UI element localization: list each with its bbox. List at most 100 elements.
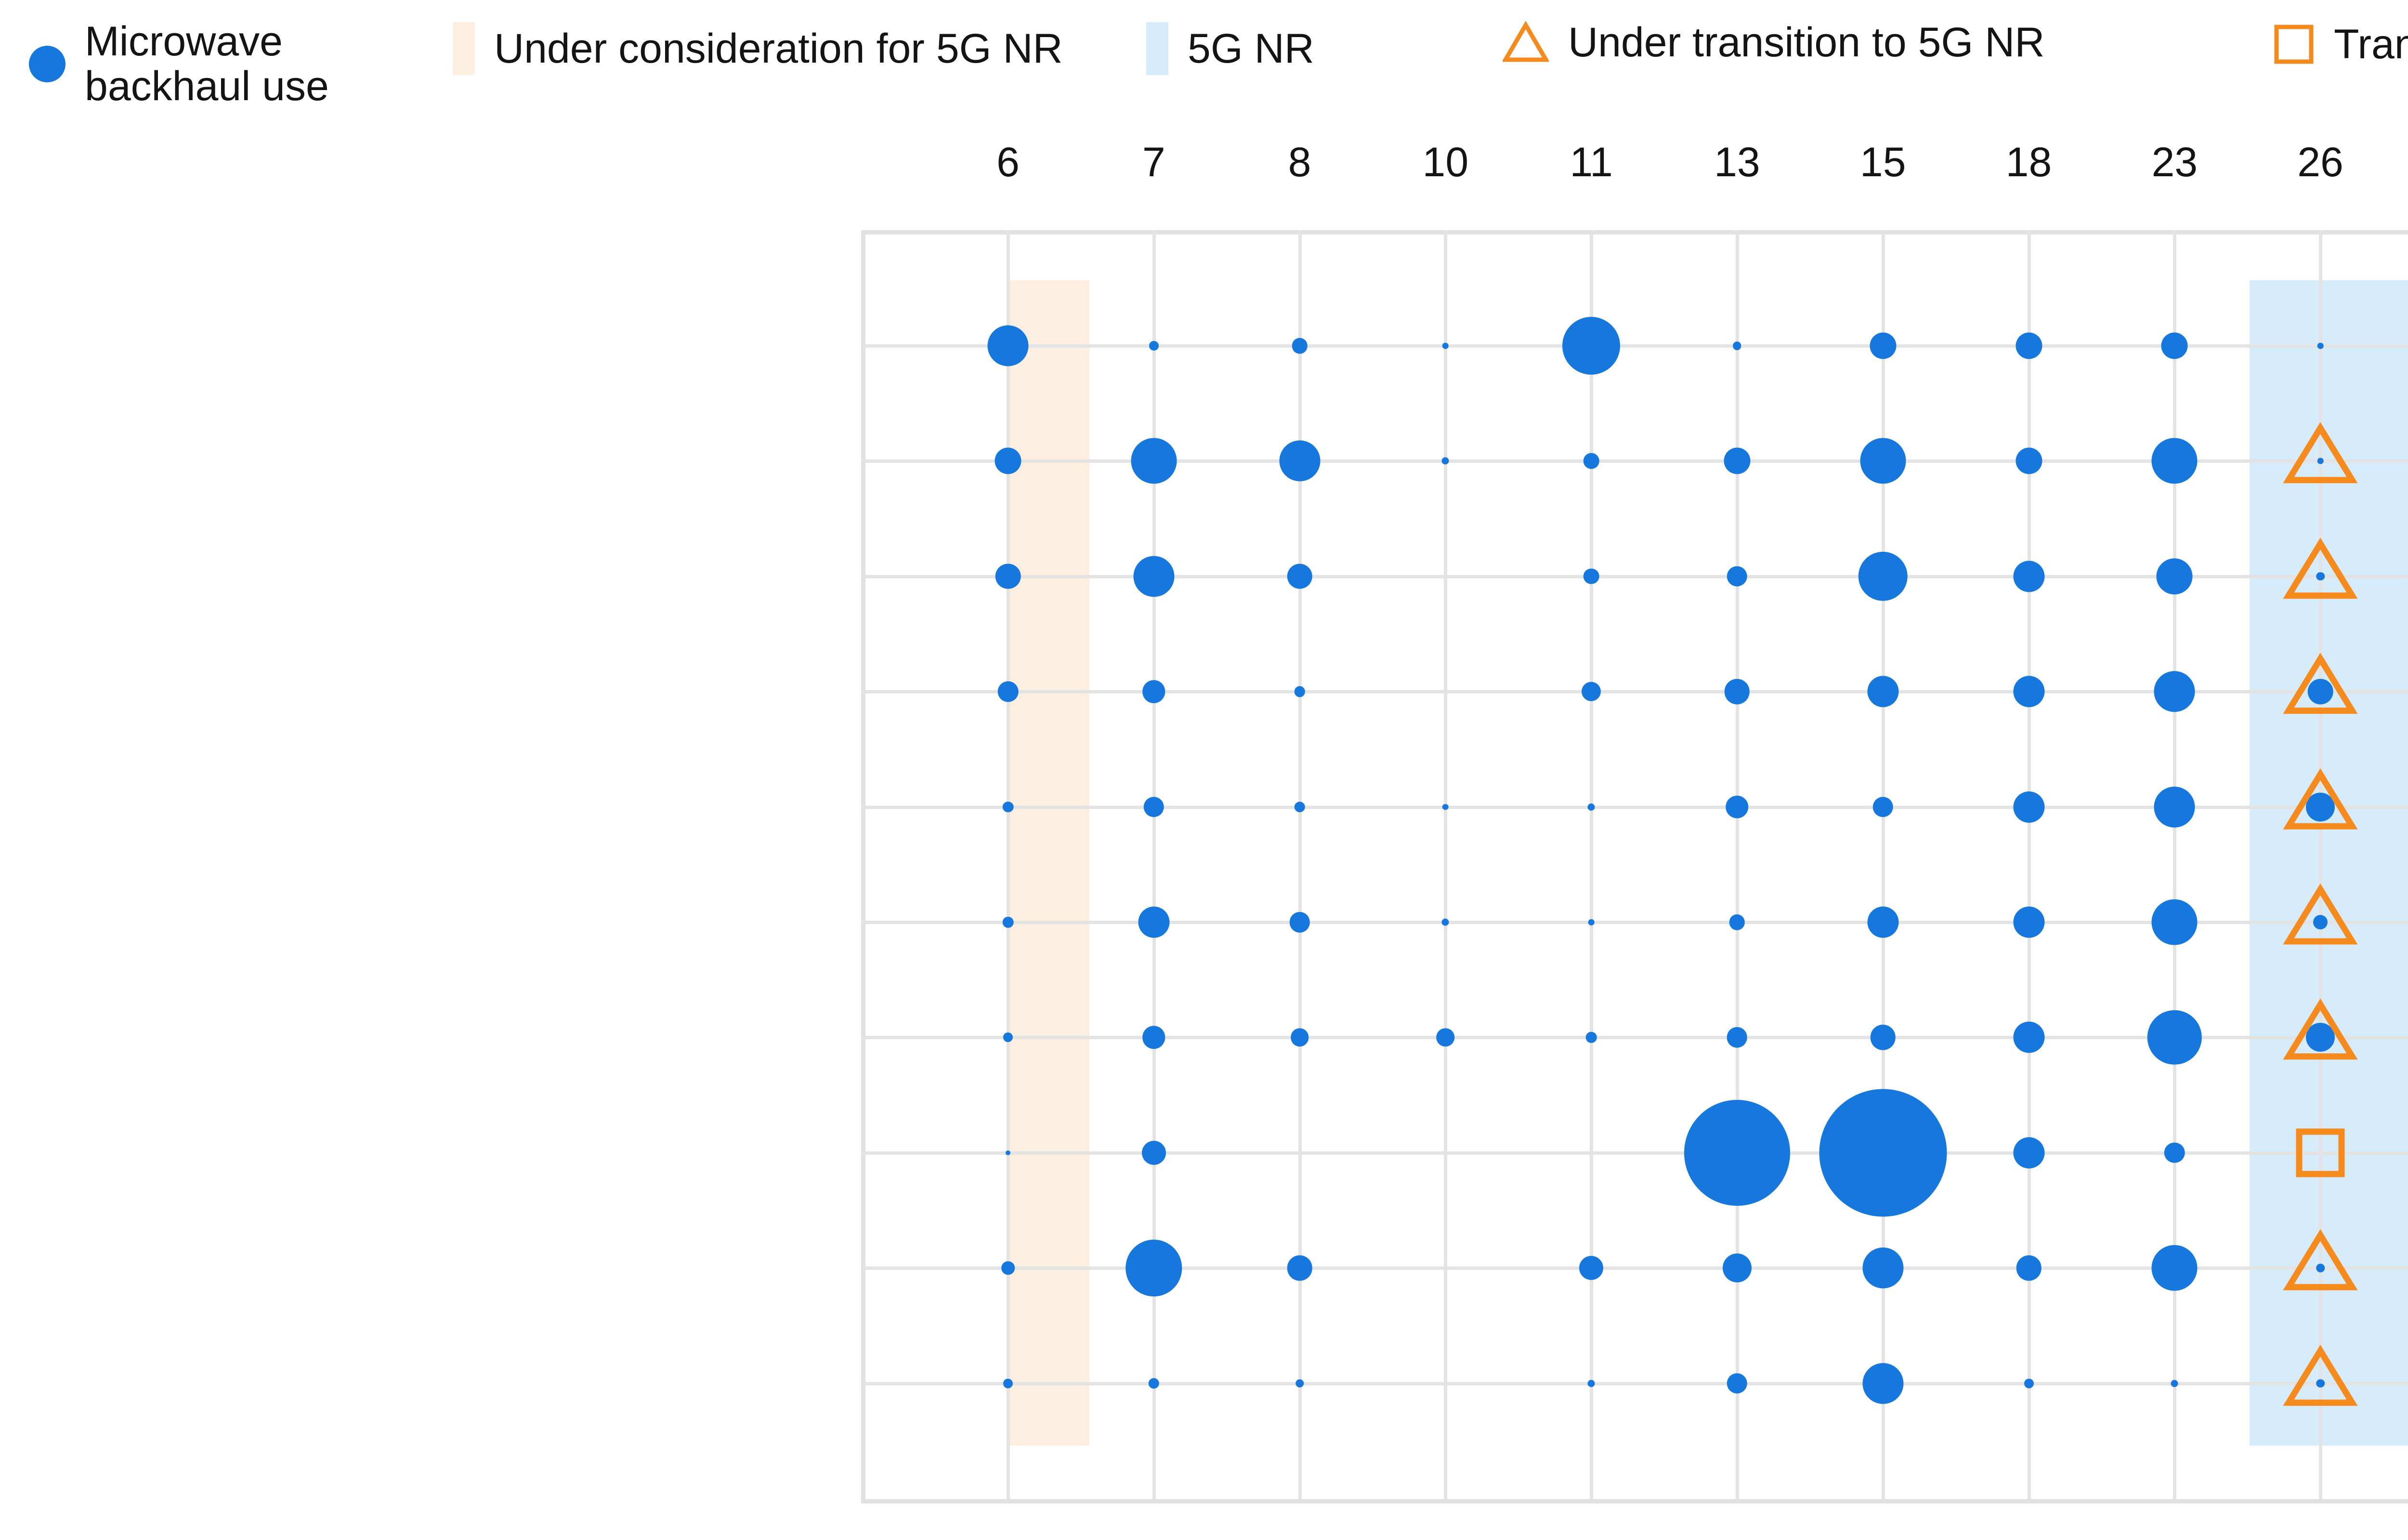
gridline-row-1: [861, 344, 2408, 348]
bubble-9-4: [1587, 1380, 1595, 1387]
circle-marker-icon: [29, 45, 65, 82]
bubble-1-1: [1131, 438, 1177, 484]
band-under-consideration-6ghz: [1010, 280, 1089, 1446]
bubble-1-0: [995, 447, 1021, 474]
legend-item-under-transition[interactable]: Under transition to 5G NR: [1503, 19, 2044, 65]
bubble-5-1: [1138, 906, 1170, 938]
bubble-8-9: [2316, 1264, 2325, 1272]
beige-swatch-icon: [453, 22, 475, 75]
bubble-4-2: [1294, 801, 1305, 812]
triangle-marker-icon: [1503, 19, 1549, 65]
bubble-6-8: [2147, 1010, 2202, 1065]
bubble-2-8: [2156, 558, 2193, 595]
bubble-5-9: [2313, 915, 2328, 929]
bubble-8-7: [2016, 1255, 2042, 1281]
triangle-marker-icon: [2283, 1229, 2358, 1292]
column-header-26: 26: [2297, 139, 2343, 185]
bubble-5-8: [2151, 899, 2198, 945]
bubble-3-0: [997, 681, 1019, 702]
bubble-1-2: [1279, 440, 1321, 482]
bubble-6-5: [1727, 1027, 1748, 1048]
triangle-marker-icon: [2283, 653, 2358, 716]
bubble-4-1: [1143, 796, 1165, 817]
bubble-0-0: [987, 325, 1029, 366]
legend-label-microwave: Microwave backhaul use: [85, 18, 329, 109]
bubble-4-6: [1872, 796, 1893, 817]
column-header-13: 13: [1714, 139, 1760, 185]
gridline-column-18: [2027, 230, 2031, 1499]
triangle-marker-icon: [2283, 537, 2358, 600]
bubble-8-2: [1287, 1255, 1312, 1281]
bubble-3-7: [2013, 676, 2044, 707]
blue-swatch-icon: [1146, 22, 1168, 75]
gridline-row-5: [861, 805, 2408, 809]
bubble-6-7: [2013, 1021, 2044, 1053]
bubble-7-7: [2013, 1137, 2044, 1169]
bubble-7-6: [1819, 1089, 1947, 1217]
bubble-9-1: [1148, 1378, 1160, 1389]
legend-label-under-consideration: Under consideration for 5G NR: [494, 25, 1063, 72]
gridline-row-2: [861, 459, 2408, 463]
bubble-7-5: [1684, 1099, 1790, 1206]
bubble-8-4: [1579, 1256, 1604, 1280]
plot-frame-bottom: [861, 1499, 2408, 1503]
bubble-7-1: [1141, 1140, 1166, 1165]
bubble-1-9: [2317, 458, 2324, 464]
bubble-1-6: [1860, 438, 1906, 484]
gridline-row-9: [861, 1266, 2408, 1270]
legend-item-under-consideration[interactable]: Under consideration for 5G NR: [453, 22, 1063, 75]
bubble-5-2: [1289, 912, 1310, 933]
column-header-6: 6: [996, 139, 1020, 185]
legend-item-5g-nr[interactable]: 5G NR: [1146, 22, 1314, 75]
bubble-6-1: [1142, 1026, 1165, 1049]
bubble-8-8: [2151, 1245, 2198, 1291]
bubble-9-2: [1295, 1379, 1304, 1388]
legend-item-transferred[interactable]: Transferred to 5G NR for new deployments: [2273, 22, 2408, 67]
bubble-7-0: [1006, 1150, 1010, 1155]
triangle-marker-icon: [2283, 768, 2358, 831]
bubble-8-5: [1722, 1253, 1752, 1283]
bubble-0-5: [1733, 341, 1741, 350]
bubble-5-6: [1867, 906, 1899, 938]
bubble-0-3: [1442, 342, 1449, 349]
bubble-5-5: [1729, 914, 1745, 930]
gridline-column-6: [1007, 230, 1010, 1499]
legend-item-microwave[interactable]: Microwave backhaul use: [29, 19, 393, 109]
gridline-column-15: [1881, 230, 1885, 1499]
triangle-marker-icon: [2283, 998, 2358, 1061]
bubble-9-6: [1862, 1363, 1904, 1404]
bubble-6-0: [1003, 1032, 1013, 1043]
bubble-6-9: [2306, 1023, 2335, 1052]
bubble-6-6: [1870, 1025, 1896, 1050]
gridline-column-13: [1735, 230, 1739, 1499]
column-header-15: 15: [1859, 139, 1906, 185]
bubble-5-3: [1441, 918, 1449, 926]
bubble-9-0: [1003, 1378, 1013, 1388]
bubble-4-7: [2013, 791, 2044, 823]
bubble-2-1: [1133, 556, 1175, 597]
bubble-6-4: [1585, 1032, 1597, 1043]
bubble-2-4: [1583, 568, 1599, 585]
chart-legend: Microwave backhaul use Under considerati…: [29, 19, 2408, 130]
legend-label-under-transition: Under transition to 5G NR: [1568, 19, 2045, 65]
gridline-row-7: [861, 1036, 2408, 1040]
bubble-8-0: [1001, 1261, 1015, 1275]
gridline-row-8: [861, 1151, 2408, 1155]
bubble-2-0: [995, 563, 1021, 589]
bubble-1-3: [1441, 457, 1449, 465]
bubble-4-0: [1002, 801, 1014, 812]
bubble-4-4: [1587, 803, 1595, 811]
bubble-9-8: [2171, 1380, 2178, 1387]
bubble-8-6: [1862, 1247, 1904, 1289]
square-marker-icon: [2295, 1127, 2346, 1178]
bubble-3-1: [1142, 680, 1165, 703]
bubble-6-2: [1290, 1028, 1309, 1047]
column-header-18: 18: [2005, 139, 2052, 185]
bubble-1-4: [1583, 453, 1599, 469]
bubble-4-8: [2154, 786, 2195, 828]
bubble-6-3: [1436, 1028, 1455, 1047]
bubble-3-5: [1724, 679, 1750, 705]
gridline-column-7: [1152, 230, 1156, 1499]
bubble-9-5: [1727, 1373, 1748, 1394]
